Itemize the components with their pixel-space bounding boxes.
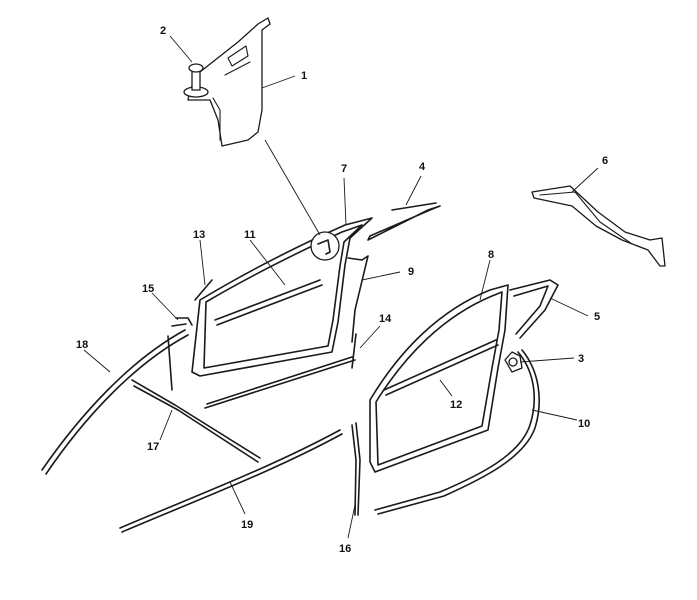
front-sill-strip [204,356,356,409]
callout-8: 8 [488,249,494,261]
callout-6: 6 [602,155,608,167]
callout-14: 14 [379,313,392,325]
callout-15: 15 [142,283,154,295]
callout-11: 11 [244,229,256,241]
part-1-pillar-trim [187,17,271,147]
callout-5: 5 [594,311,600,323]
callout-13: 13 [193,229,205,241]
part-6-quarter-seal [531,185,666,267]
callout-17: 17 [147,441,159,453]
part-18-outer-strip [41,329,189,475]
part-2-clip [183,63,209,98]
callout-19: 19 [241,519,253,531]
callout-16: 16 [339,543,351,555]
part-15-seal [167,317,193,391]
callout-2: 2 [160,25,166,37]
part-9-front-door-frame-seal [191,217,373,377]
callout-18: 18 [76,339,88,351]
part-4-upper-strip [367,202,441,241]
part-14-seal [351,333,357,369]
callout-4: 4 [419,161,426,173]
part-11-window-seal [214,279,323,326]
callout-9: 9 [408,266,414,278]
callout-10: 10 [578,418,590,430]
part-10-rear-edge-seal [374,349,540,515]
part-5-rear-upper-seal [509,279,559,339]
leader-lines [83,35,599,539]
part-17-seal [131,379,261,463]
part-16-seal [351,422,361,516]
callout-1: 1 [301,70,307,82]
callout-12: 12 [450,399,462,411]
callout-3: 3 [578,353,584,365]
part-12-rear-window-seal [383,339,499,396]
part-8-rear-door-frame-seal [369,284,509,473]
part-7-detail-circle [310,231,340,261]
callout-labels: 1 2 3 4 5 6 7 8 9 10 11 12 13 14 15 16 1… [76,25,608,555]
callout-7: 7 [341,163,347,175]
part-13-seal [194,279,213,301]
